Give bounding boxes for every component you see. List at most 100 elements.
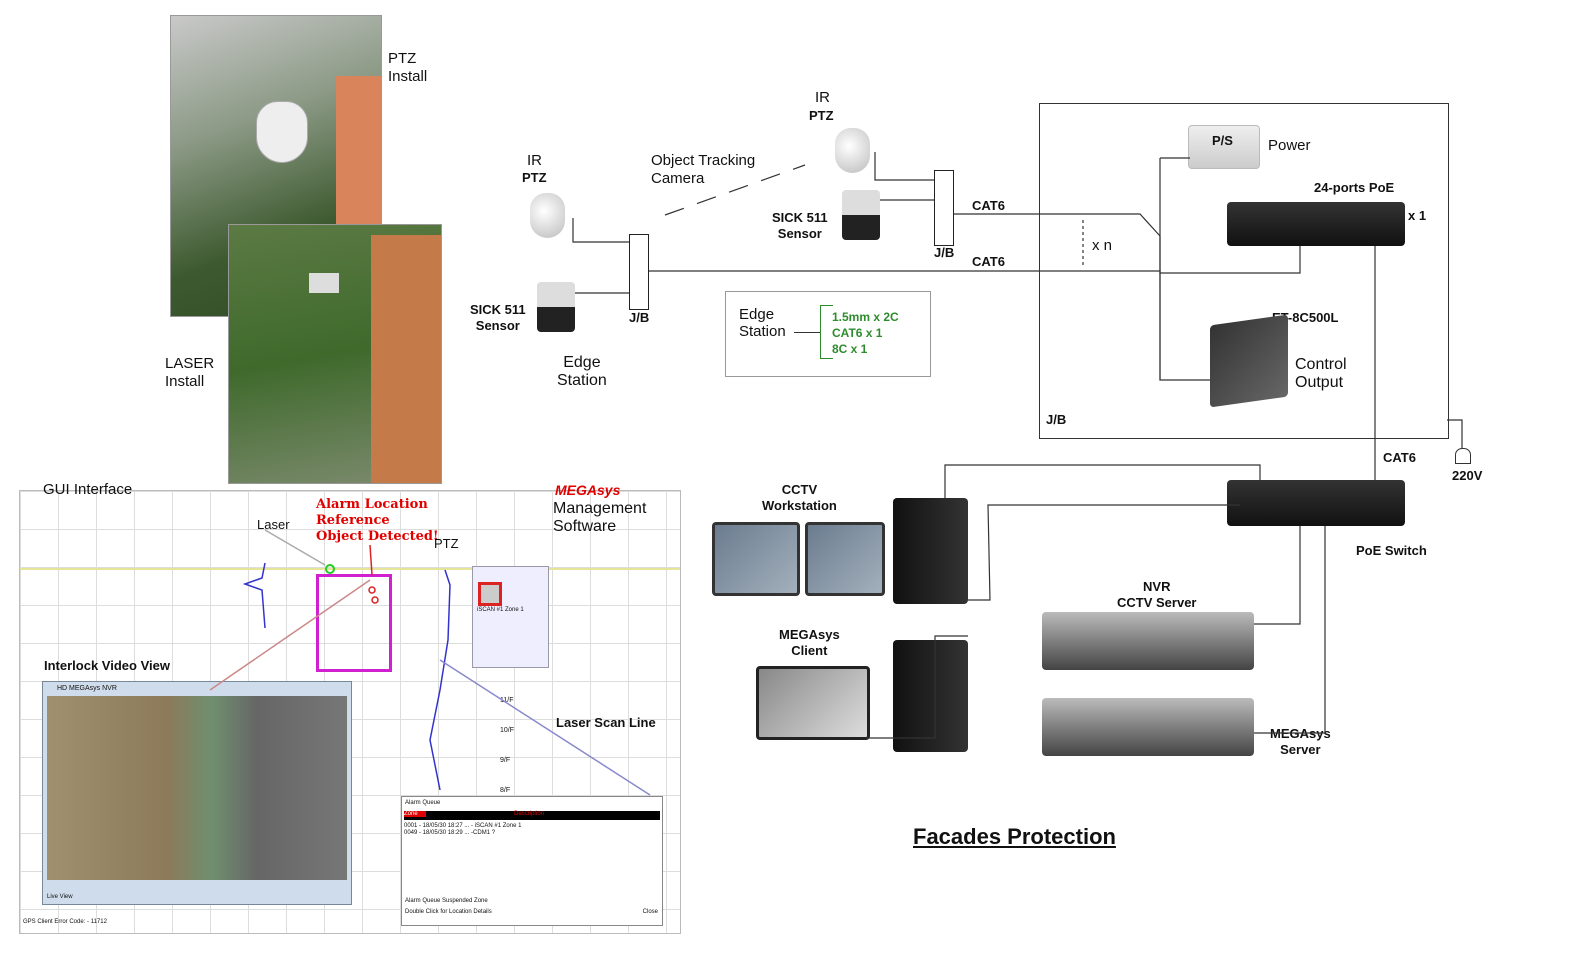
cabinet-jb-label: J/B bbox=[1046, 412, 1067, 427]
floor-label: 10/F bbox=[500, 727, 515, 734]
column-zone: Zone bbox=[404, 811, 426, 817]
poe-switch-icon bbox=[1227, 480, 1405, 526]
ptz-label: PTZ bbox=[388, 50, 417, 67]
nvr-window[interactable]: HD MEGAsys NVR Live View bbox=[42, 681, 352, 905]
edge-text: Edge bbox=[739, 306, 775, 323]
gui-screenshot: iSCAN #1 Zone 1 11/F 10/F 9/F 8/F HD MEG… bbox=[19, 490, 681, 934]
tab-alarm-queue[interactable]: Alarm Queue bbox=[405, 898, 441, 904]
junction-box-2 bbox=[934, 170, 954, 246]
et-label: ET-8C500L bbox=[1272, 310, 1339, 325]
cctv-server-text: CCTV Server bbox=[1117, 595, 1197, 610]
monitor-icon bbox=[756, 666, 870, 740]
legend-item: 8C x 1 bbox=[832, 342, 868, 356]
workstation-text: Workstation bbox=[762, 498, 837, 513]
nvr-server-icon bbox=[1042, 612, 1254, 670]
monitor-icon bbox=[805, 522, 885, 596]
install-label-2: Install bbox=[165, 373, 205, 390]
install-label: Install bbox=[388, 68, 428, 85]
xn-label: x n bbox=[1092, 237, 1113, 254]
alarm-queue-window[interactable]: Alarm Queue Zone Description 0001 - 18/0… bbox=[401, 796, 663, 926]
client-text: Client bbox=[791, 643, 828, 658]
live-view-tab[interactable]: Live View bbox=[47, 894, 73, 900]
megasys-text: MEGAsys bbox=[779, 627, 840, 642]
poe-switch-label: PoE Switch bbox=[1356, 543, 1427, 558]
ptz-label: PTZ bbox=[522, 170, 547, 185]
floor-label: 11/F bbox=[500, 697, 514, 704]
ptz-popup[interactable]: iSCAN #1 Zone 1 bbox=[472, 566, 549, 668]
poe-switch-icon bbox=[1227, 202, 1405, 246]
laser-label-gui: Laser bbox=[257, 517, 290, 532]
laser-label: LASER bbox=[165, 355, 215, 372]
live-video bbox=[47, 696, 347, 880]
ptz-camera-icon bbox=[835, 128, 870, 173]
tab-suspended-zone[interactable]: Suspended Zone bbox=[442, 898, 488, 904]
alarm-row[interactable]: 0001 - 18/05/30 18:27 ... - iSCAN #1 Zon… bbox=[404, 823, 522, 829]
laser-marker bbox=[325, 564, 335, 574]
ir-label-2: IR bbox=[815, 89, 830, 106]
sensor-text: Sensor bbox=[777, 226, 822, 241]
alarm-zone-box bbox=[316, 574, 392, 672]
gui-interface-label: GUI Interface bbox=[43, 481, 133, 498]
megasys-logo: MEGAsys bbox=[555, 482, 621, 498]
sensor-text: Sensor bbox=[475, 318, 520, 333]
reference-text: Reference bbox=[316, 513, 390, 528]
power-plug-icon bbox=[1455, 448, 1471, 464]
cat6-label: CAT6 bbox=[972, 198, 1005, 213]
nvr-window-title: HD MEGAsys NVR bbox=[57, 685, 117, 692]
workstation-tower-icon bbox=[893, 498, 968, 604]
sick-model: SICK 511 bbox=[772, 210, 828, 225]
alarm-row[interactable]: 0049 - 18/05/30 18:29 ... -CDM1 ? bbox=[404, 830, 496, 836]
close-button[interactable]: Close bbox=[642, 909, 658, 915]
legend-items: 1.5mm x 2C CAT6 x 1 8C x 1 bbox=[832, 309, 899, 357]
sick-sensor-icon bbox=[537, 282, 575, 332]
column-description: Description bbox=[514, 811, 545, 817]
voltage-label: 220V bbox=[1452, 468, 1483, 483]
status-text: GPS Client Error Code: - 11712 bbox=[23, 919, 107, 925]
monitor-icon bbox=[712, 522, 800, 596]
floor-label: 9/F bbox=[500, 757, 511, 764]
alarm-hint: Double Click for Location Details bbox=[405, 909, 492, 915]
output-text: Output bbox=[1295, 374, 1344, 391]
alarm-text: Alarm Location bbox=[316, 497, 428, 512]
object-detected-text: Object Detected! bbox=[316, 529, 439, 544]
cat6-label-2: CAT6 bbox=[972, 254, 1005, 269]
cat6-label-3: CAT6 bbox=[1383, 450, 1416, 465]
station-text: Station bbox=[739, 323, 786, 340]
x1-label: x 1 bbox=[1408, 208, 1427, 223]
laser-scan-label: Laser Scan Line bbox=[556, 715, 656, 730]
ptz-label-2: PTZ bbox=[809, 108, 834, 123]
tracking-text: Object Tracking bbox=[651, 152, 756, 169]
junction-box bbox=[629, 234, 649, 310]
megasys-server-icon bbox=[1042, 698, 1254, 756]
sick-model: SICK 511 bbox=[470, 302, 526, 317]
interlock-label: Interlock Video View bbox=[44, 658, 170, 673]
server-text: Server bbox=[1280, 742, 1321, 757]
alarm-queue-title: Alarm Queue bbox=[405, 800, 441, 806]
control-text: Control bbox=[1295, 356, 1347, 373]
floor-labels: 11/F 10/F 9/F 8/F bbox=[500, 686, 514, 806]
ps-label: P/S bbox=[1212, 133, 1233, 148]
edge-text: Edge bbox=[563, 354, 601, 371]
ptz-label-gui: PTZ bbox=[434, 536, 459, 551]
popup-zone: iSCAN #1 Zone 1 bbox=[477, 607, 524, 613]
ir-label: IR bbox=[527, 152, 542, 169]
diagram-title: Facades Protection bbox=[913, 824, 1116, 849]
camera-text: Camera bbox=[651, 170, 705, 187]
laser-install-photo bbox=[228, 224, 442, 484]
floor-label: 8/F bbox=[500, 787, 511, 794]
